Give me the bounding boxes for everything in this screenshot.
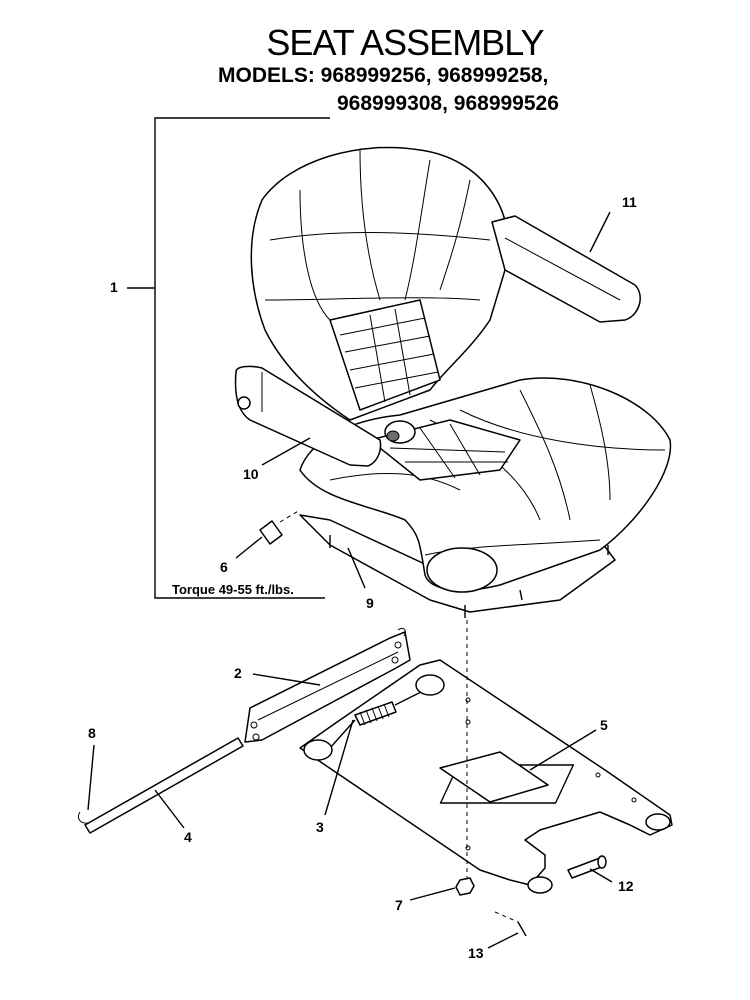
models-line-1: MODELS: 968999256, 968999258, [218, 64, 549, 87]
callout-2: 2 [234, 665, 242, 681]
torque-note: Torque 49-55 ft./lbs. [172, 582, 294, 597]
callout-4: 4 [184, 829, 192, 845]
callout-11: 11 [622, 194, 637, 210]
callout-10: 10 [243, 466, 259, 482]
leader-lines [87, 211, 613, 949]
hinge-pin [567, 855, 607, 879]
callout-3: 3 [316, 819, 324, 835]
seat [250, 146, 672, 618]
callout-8: 8 [88, 725, 96, 741]
callout-7: 7 [395, 897, 403, 913]
bolt [259, 509, 301, 545]
models-line-2: 968999308, 968999526 [337, 92, 559, 115]
diagram-title: SEAT ASSEMBLY [266, 22, 544, 63]
callout-1: 1 [110, 279, 118, 295]
seat-bracket [244, 627, 411, 743]
spring [303, 674, 445, 761]
pivot-rod [77, 737, 244, 834]
mounting-plate [299, 659, 673, 894]
callout-9: 9 [366, 595, 374, 611]
assembly-bracket [127, 117, 330, 599]
callout-5: 5 [600, 717, 608, 733]
callout-13: 13 [468, 945, 484, 961]
cotter-pin [494, 911, 527, 937]
nut [455, 620, 475, 896]
callout-6: 6 [220, 559, 228, 575]
callout-12: 12 [618, 878, 634, 894]
left-armrest [234, 365, 382, 467]
right-armrest [491, 215, 641, 323]
